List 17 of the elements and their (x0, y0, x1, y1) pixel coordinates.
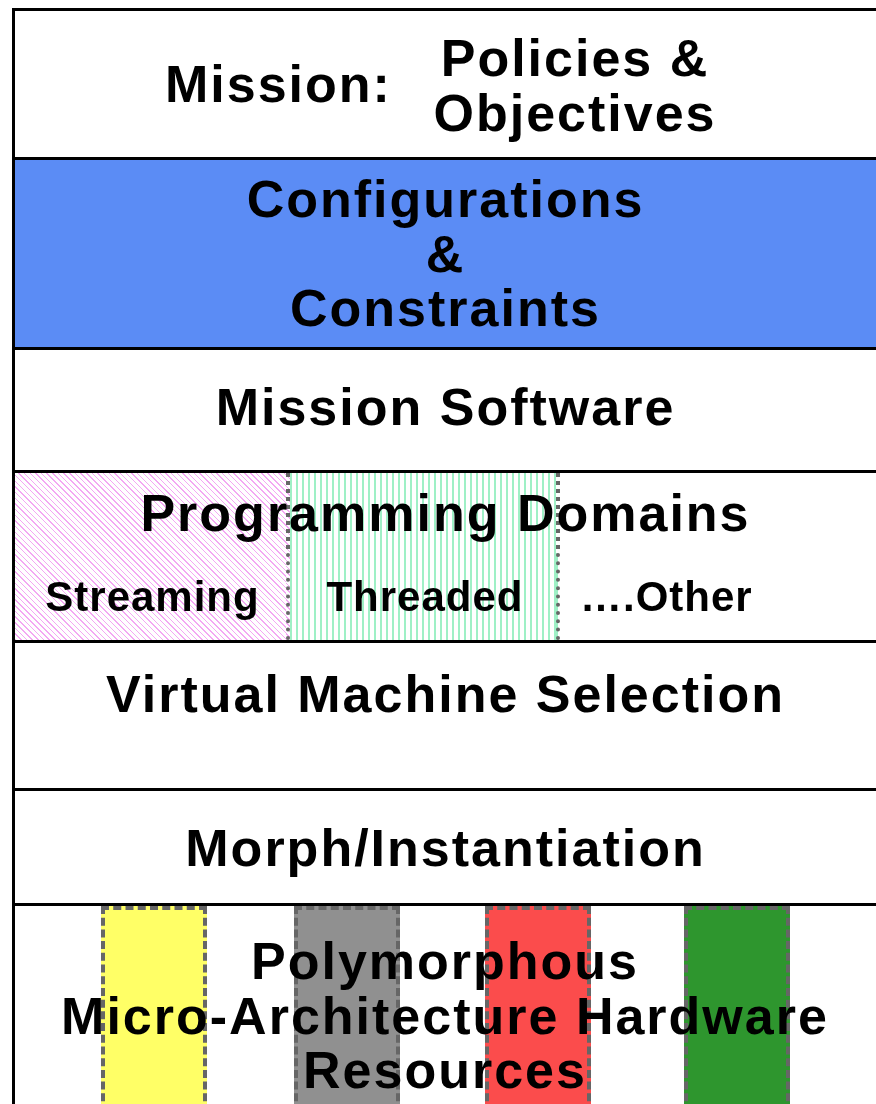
mission-text: Policies & Objectives (432, 31, 718, 141)
layer-band (12, 788, 876, 903)
domain-label: ….Other (580, 573, 754, 622)
layer-title: Morph/Instantiation (184, 821, 707, 876)
layer-band (12, 470, 876, 640)
layer-band (12, 157, 876, 347)
layer-title: Mission Software (214, 380, 677, 435)
layer-title: Programming Domains (139, 486, 752, 541)
layer-band (12, 347, 876, 470)
mission-label: Mission: (165, 57, 393, 112)
layer-band (12, 903, 876, 1104)
layer-title: Virtual Machine Selection (105, 667, 786, 722)
layer-band (12, 640, 876, 788)
domain-label: Streaming (44, 573, 261, 622)
layer-title: Configurations & Constraints (245, 172, 646, 336)
mission-band (12, 8, 876, 157)
domain-label: Threaded (325, 573, 525, 622)
